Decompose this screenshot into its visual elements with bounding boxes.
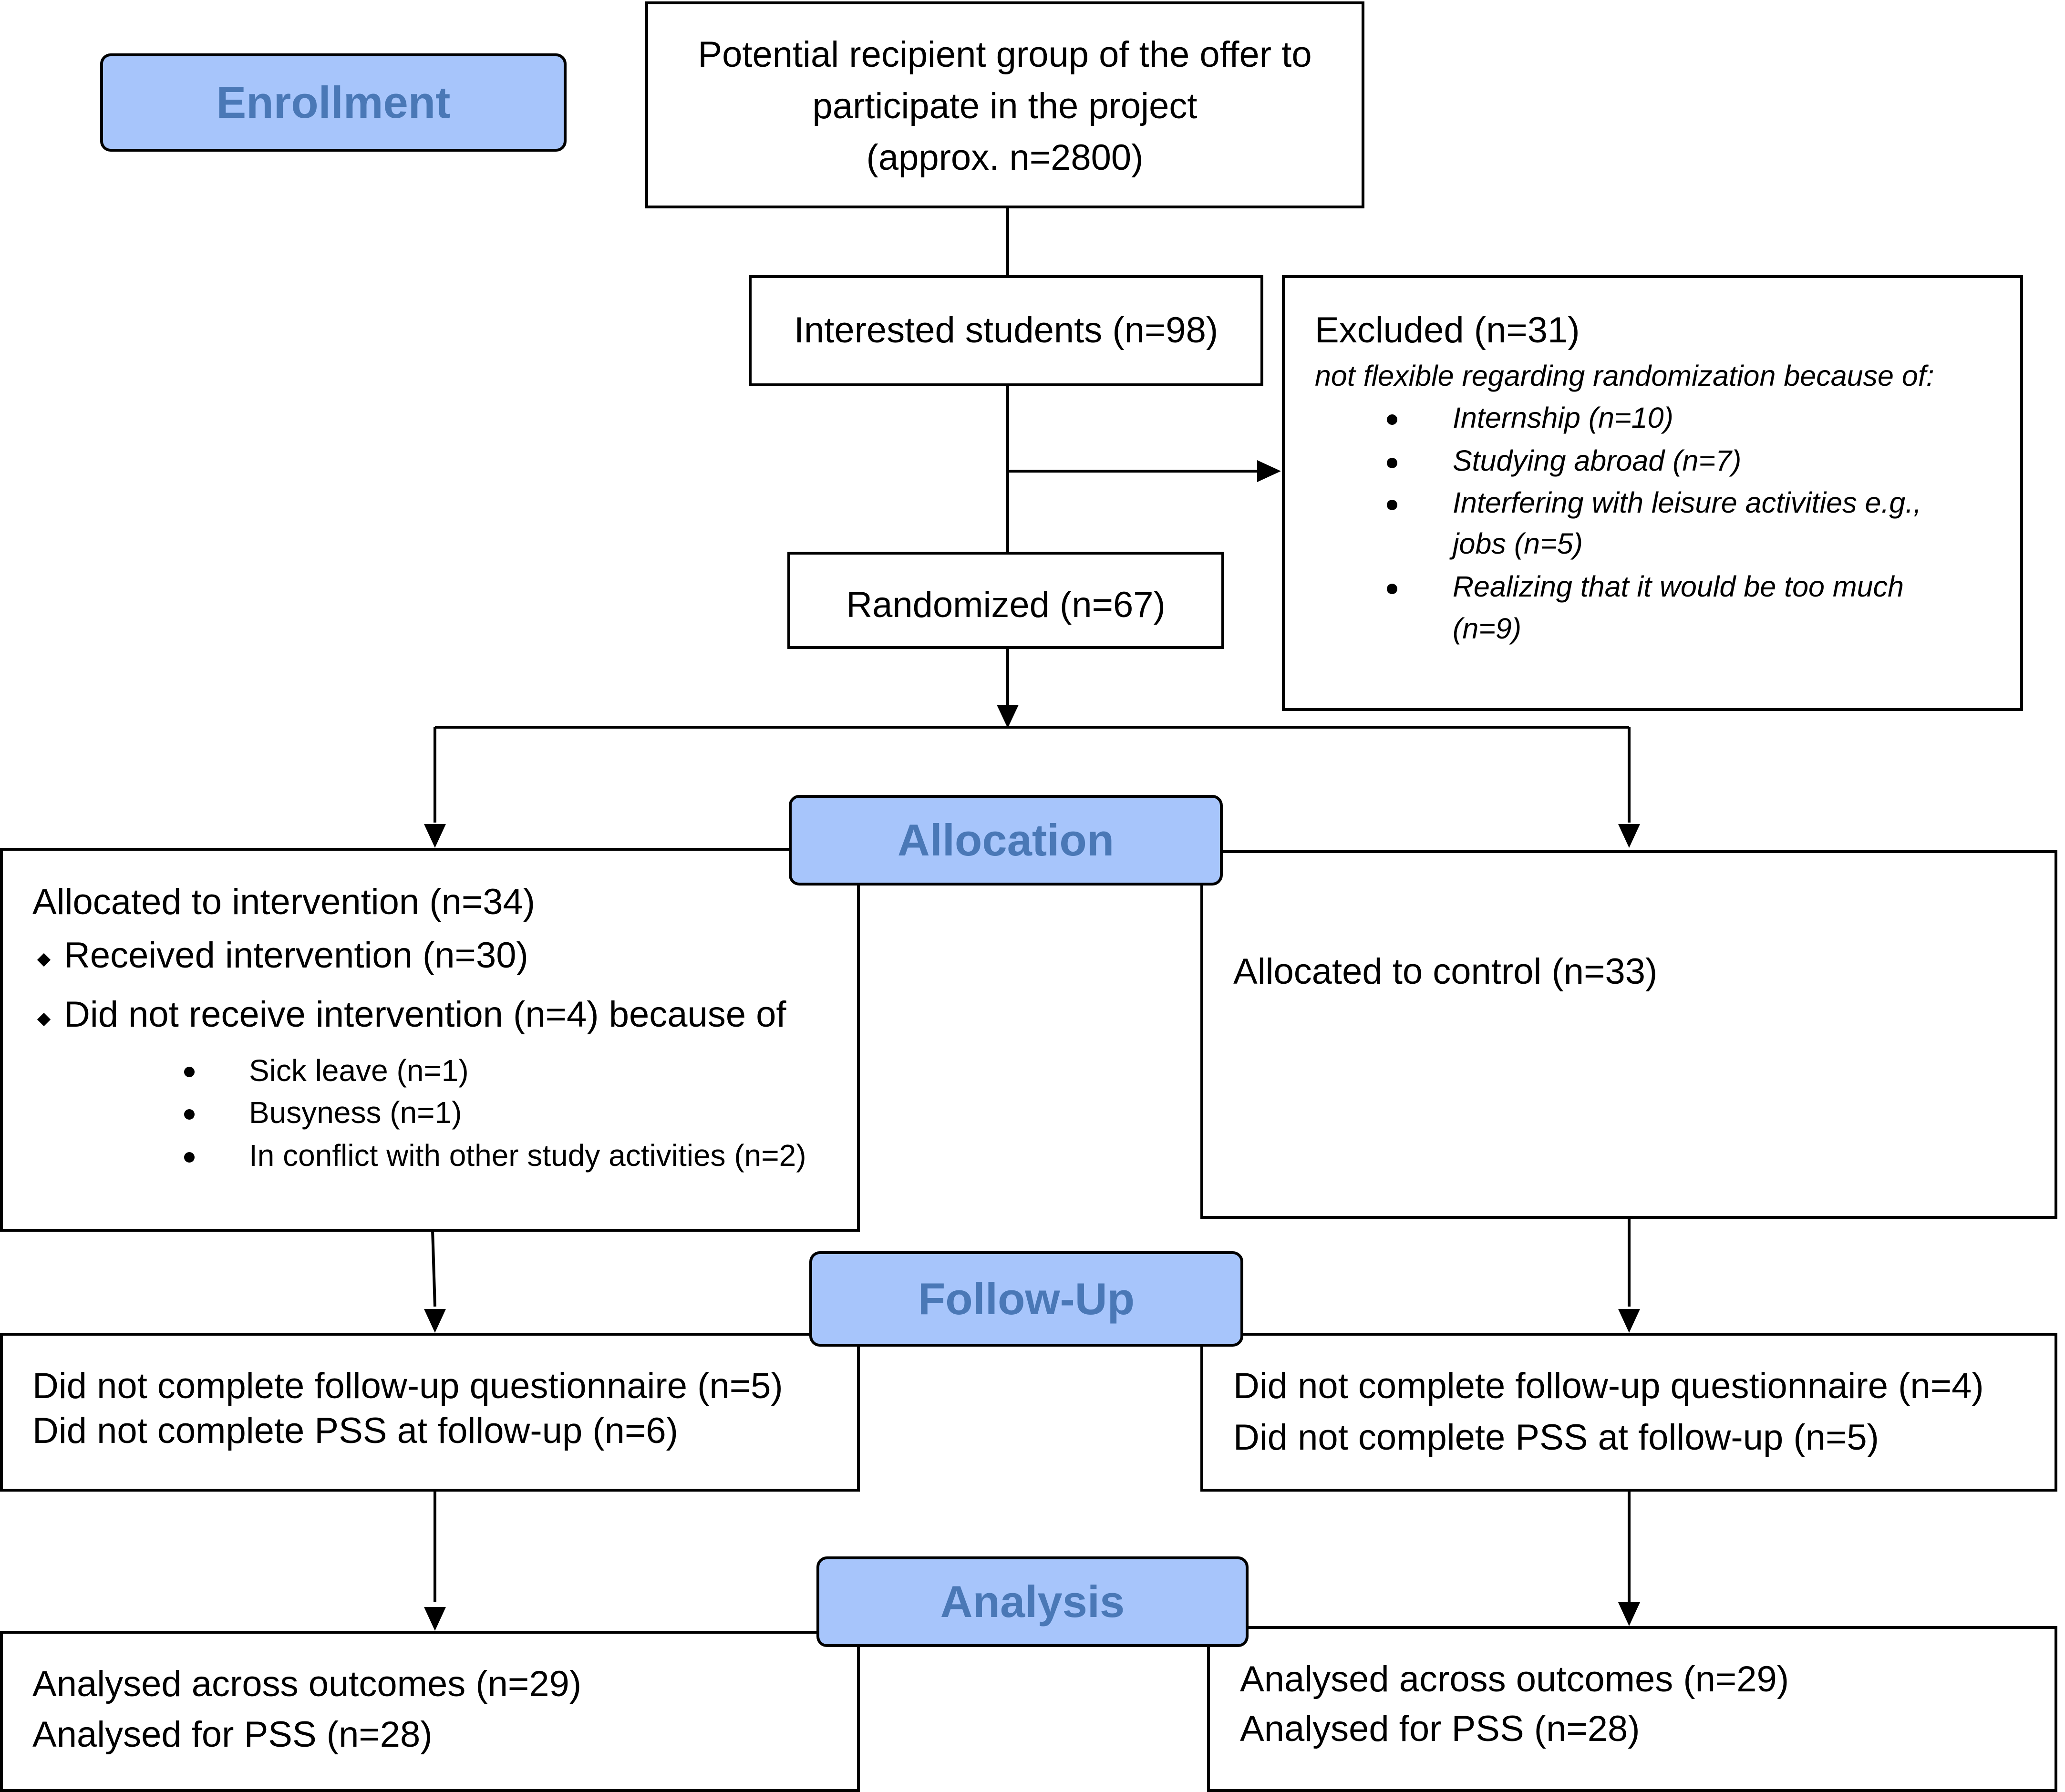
analysis-right-box: Analysed across outcomes (n=29) Analysed… xyxy=(1207,1626,2057,1792)
analysis-right-line-1: Analysed across outcomes (n=29) xyxy=(1240,1659,1789,1699)
analysis-left-line-1: Analysed across outcomes (n=29) xyxy=(32,1664,582,1704)
intervention-reason-2: Busyness (n=1) xyxy=(249,1095,462,1130)
arrowhead-right-analysis xyxy=(1618,1602,1640,1626)
followup-right-line-1: Did not complete follow-up questionnaire… xyxy=(1233,1366,1984,1406)
stage-follow-up: Follow-Up xyxy=(809,1251,1243,1347)
intervention-received: Received intervention (n=30) xyxy=(64,935,528,976)
excluded-reason-1: Internship (n=10) xyxy=(1453,402,1673,434)
stage-analysis-label: Analysis xyxy=(940,1576,1125,1627)
intervention-not-received: Did not receive intervention (n=4) becau… xyxy=(64,994,786,1035)
bullet-icon xyxy=(184,1109,195,1120)
followup-right-box: Did not complete follow-up questionnaire… xyxy=(1200,1333,2057,1492)
diamond-bullet-icon xyxy=(37,953,51,967)
bullet-icon xyxy=(1387,500,1397,510)
arrowhead-excluded xyxy=(1257,460,1281,482)
excluded-reason-3: Interfering with leisure activities e.g.… xyxy=(1453,486,1922,519)
bullet-icon xyxy=(184,1152,195,1163)
diamond-bullet-icon xyxy=(37,1012,51,1027)
excluded-box: Excluded (n=31) not flexible regarding r… xyxy=(1282,275,2023,711)
analysis-left-line-2: Analysed for PSS (n=28) xyxy=(32,1714,433,1755)
intervention-reason-1: Sick leave (n=1) xyxy=(249,1053,469,1088)
arrowhead-right-allocation xyxy=(1618,824,1640,848)
stage-follow-up-label: Follow-Up xyxy=(918,1274,1135,1324)
interested-students-box: Interested students (n=98) xyxy=(749,275,1263,386)
potential-line-3: (approx. n=2800) xyxy=(866,137,1144,178)
arrowhead-left-followup xyxy=(424,1309,446,1333)
arrowhead-right-followup xyxy=(1618,1309,1640,1333)
bullet-icon xyxy=(1387,458,1397,468)
excluded-reason-4: Realizing that it would be too much xyxy=(1453,570,1904,603)
excluded-reason-3-cont: jobs (n=5) xyxy=(1453,527,1583,560)
randomized-label: Randomized (n=67) xyxy=(846,585,1166,625)
followup-left-line-2: Did not complete PSS at follow-up (n=6) xyxy=(32,1411,678,1451)
bullet-icon xyxy=(184,1067,195,1077)
control-allocation-box: Allocated to control (n=33) xyxy=(1200,850,2057,1219)
stage-allocation: Allocation xyxy=(789,795,1223,886)
followup-left-line-1: Did not complete follow-up questionnaire… xyxy=(32,1366,783,1406)
intervention-reason-3: In conflict with other study activities … xyxy=(249,1138,806,1173)
line-left-alloc-to-followup xyxy=(431,1230,436,1307)
arrowhead-left-allocation xyxy=(424,824,446,848)
stage-enrollment-label: Enrollment xyxy=(216,77,451,127)
potential-recipients-box: Potential recipient group of the offer t… xyxy=(645,1,1364,208)
analysis-left-box: Analysed across outcomes (n=29) Analysed… xyxy=(0,1631,860,1792)
excluded-reason-4-cont: (n=9) xyxy=(1453,612,1522,645)
control-allocated: Allocated to control (n=33) xyxy=(1233,951,1658,992)
stage-enrollment: Enrollment xyxy=(100,53,567,152)
intervention-allocated: Allocated to intervention (n=34) xyxy=(32,882,536,922)
stage-allocation-label: Allocation xyxy=(897,815,1115,865)
randomized-box: Randomized (n=67) xyxy=(787,552,1224,649)
potential-line-2: participate in the project xyxy=(812,86,1198,126)
stage-analysis: Analysis xyxy=(816,1556,1249,1647)
potential-line-1: Potential recipient group of the offer t… xyxy=(698,34,1312,75)
followup-right-line-2: Did not complete PSS at follow-up (n=5) xyxy=(1233,1417,1879,1458)
intervention-allocation-box: Allocated to intervention (n=34) Receive… xyxy=(0,848,860,1232)
excluded-title: Excluded (n=31) xyxy=(1315,310,1580,350)
analysis-right-line-2: Analysed for PSS (n=28) xyxy=(1240,1709,1640,1749)
arrowhead-randomized xyxy=(997,705,1019,728)
arrowhead-left-analysis xyxy=(424,1607,446,1631)
bullet-icon xyxy=(1387,584,1397,594)
excluded-subtitle: not flexible regarding randomization bec… xyxy=(1315,360,1934,392)
bullet-icon xyxy=(1387,414,1397,425)
followup-left-box: Did not complete follow-up questionnaire… xyxy=(0,1333,860,1492)
excluded-reason-2: Studying abroad (n=7) xyxy=(1453,444,1742,477)
interested-students-label: Interested students (n=98) xyxy=(794,310,1218,350)
